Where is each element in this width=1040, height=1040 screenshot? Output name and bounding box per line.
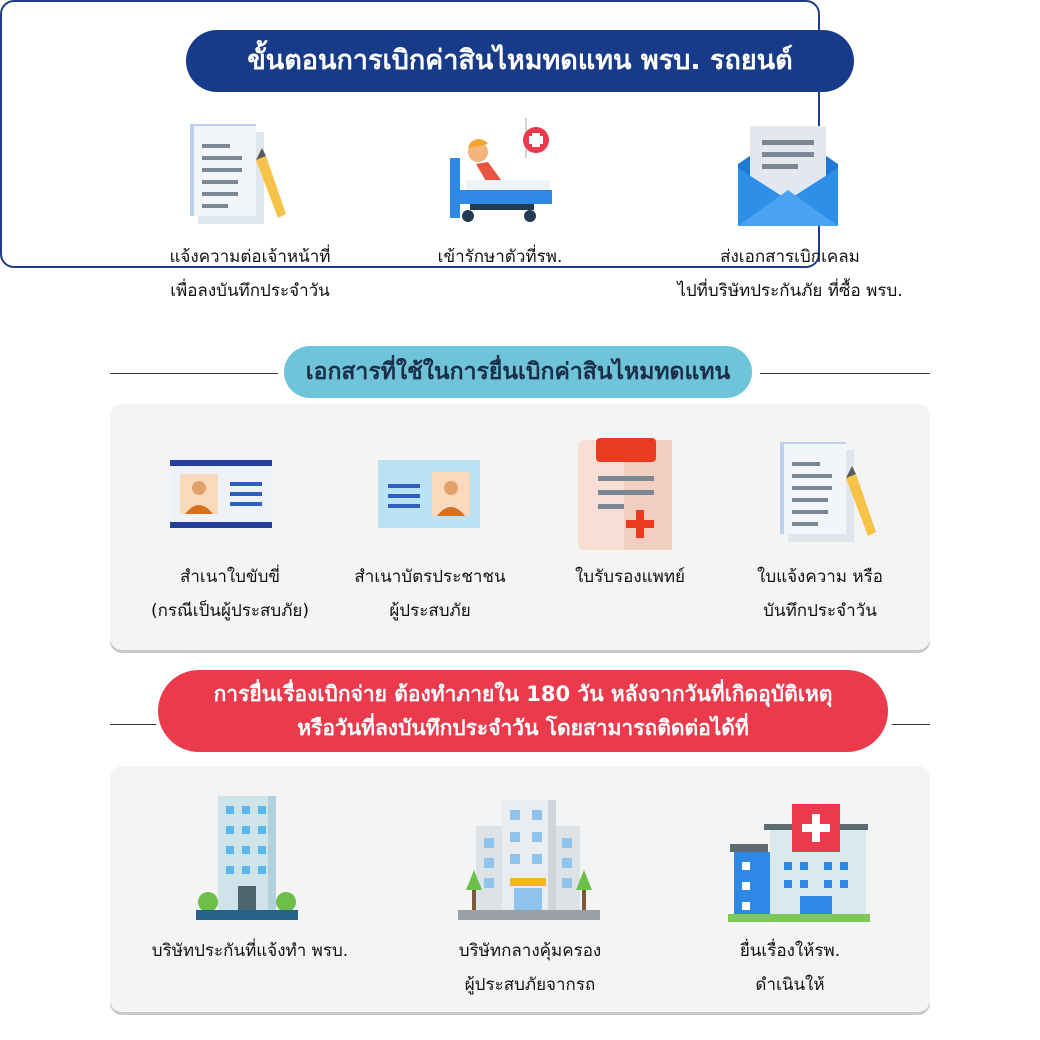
envelope-letter-icon [738,126,838,226]
document-2-label: สำเนาบัตรประชาชนผู้ประสบภัย [354,567,506,621]
corporate-building-icon [458,800,600,920]
page-title: ขั้นตอนการเบิกค่าสินไหมทดแทน พรบ. รถยนต์ [186,30,854,92]
step-2-label: เข้ารักษาตัวที่รพ. [437,247,563,267]
divider-left [110,373,278,374]
hospital-bed-icon [450,118,552,222]
driver-license-icon [170,460,272,528]
document-4-label: ใบแจ้งความ หรือบันทึกประจำวัน [757,567,883,621]
police-report-icon [780,442,876,542]
contact-1-label: บริษัทประกันที่แจ้งทำ พรบ. [151,941,349,961]
office-building-icon [196,796,298,920]
divider-left-2 [110,724,156,725]
deadline-notice: การยื่นเรื่องเบิกจ่าย ต้องทำภายใน 180 วั… [158,670,888,752]
documents-title: เอกสารที่ใช้ในการยื่นเบิกค่าสินไหมทดแทน [284,346,752,398]
step-3-label: ส่งเอกสารเบิกเคลมไปที่บริษัทประกันภัย ที… [677,247,903,301]
contact-2-label: บริษัทกลางคุ้มครองผู้ประสบภัยจากรถ [458,941,602,995]
document-pencil-icon [190,124,286,224]
document-1-label: สำเนาใบขับขี่(กรณีเป็นผู้ประสบภัย) [150,567,310,621]
hospital-building-icon [728,804,870,922]
contact-3-label: ยื่นเรื่องให้รพ.ดำเนินให้ [739,941,841,995]
medical-certificate-icon [578,438,672,550]
divider-right-2 [892,724,930,725]
step-1-label: แจ้งความต่อเจ้าหน้าที่เพื่อลงบันทึกประจำ… [169,247,331,301]
id-card-icon [378,460,480,528]
divider-right [760,373,930,374]
document-3-label: ใบรับรองแพทย์ [575,567,685,587]
